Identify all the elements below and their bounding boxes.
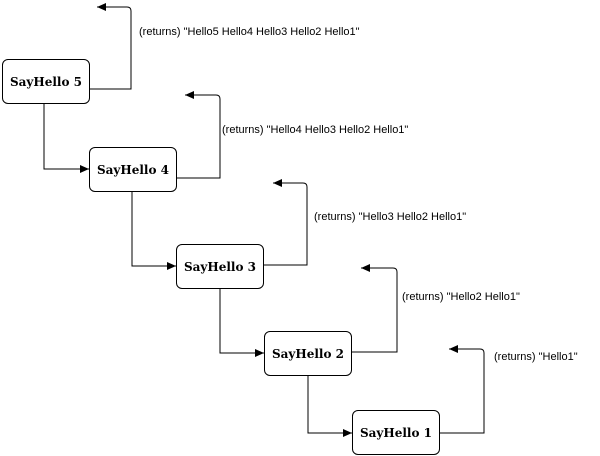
- sayhello-3-box: SayHello 3: [176, 244, 264, 289]
- call-arrow-3-to-2: [219, 289, 264, 357]
- return-label-1: (returns) "Hello1": [494, 351, 578, 363]
- return-arrow-1: [440, 345, 485, 434]
- call-arrow-4-to-3: [131, 192, 176, 270]
- return-arrow-3: [264, 179, 308, 266]
- return-label-5: (returns) "Hello5 Hello4 Hello3 Hello2 H…: [139, 26, 360, 38]
- return-label-4: (returns) "Hello4 Hello3 Hello2 Hello1": [222, 124, 409, 136]
- call-arrow-5-to-4: [43, 104, 89, 173]
- return-label-2: (returns) "Hello2 Hello1": [402, 291, 520, 303]
- return-arrow-2: [352, 264, 398, 353]
- sayhello-2-box: SayHello 2: [264, 331, 352, 376]
- call-arrow-2-to-1: [307, 376, 352, 437]
- sayhello-4-box: SayHello 4: [89, 147, 177, 192]
- sayhello-1-box: SayHello 1: [352, 410, 440, 455]
- return-arrow-5: [90, 3, 132, 90]
- return-label-3: (returns) "Hello3 Hello2 Hello1": [314, 211, 467, 223]
- return-arrow-4: [177, 91, 221, 179]
- sayhello-5-box: SayHello 5: [2, 59, 90, 104]
